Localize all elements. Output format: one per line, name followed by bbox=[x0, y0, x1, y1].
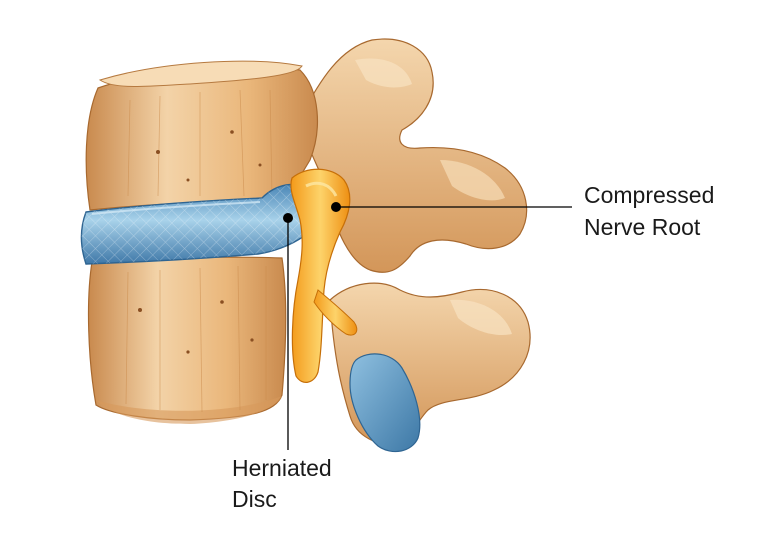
nerve-label-line2: Nerve Root bbox=[584, 214, 701, 240]
facet-cartilage bbox=[349, 353, 421, 453]
nerve-root bbox=[290, 168, 358, 383]
upper-articular-process bbox=[299, 38, 528, 273]
disc-label-line1: Herniated bbox=[232, 455, 332, 481]
disc-label-line2: Disc bbox=[232, 486, 277, 512]
upper-vertebral-body bbox=[85, 60, 318, 211]
annotation-leaders bbox=[283, 202, 572, 450]
nerve-label-line1: Compressed bbox=[584, 182, 714, 208]
herniated-disc bbox=[80, 183, 318, 265]
lower-vertebral-body bbox=[87, 256, 287, 424]
disc-marker-dot bbox=[283, 213, 293, 223]
nerve-marker-dot bbox=[331, 202, 341, 212]
